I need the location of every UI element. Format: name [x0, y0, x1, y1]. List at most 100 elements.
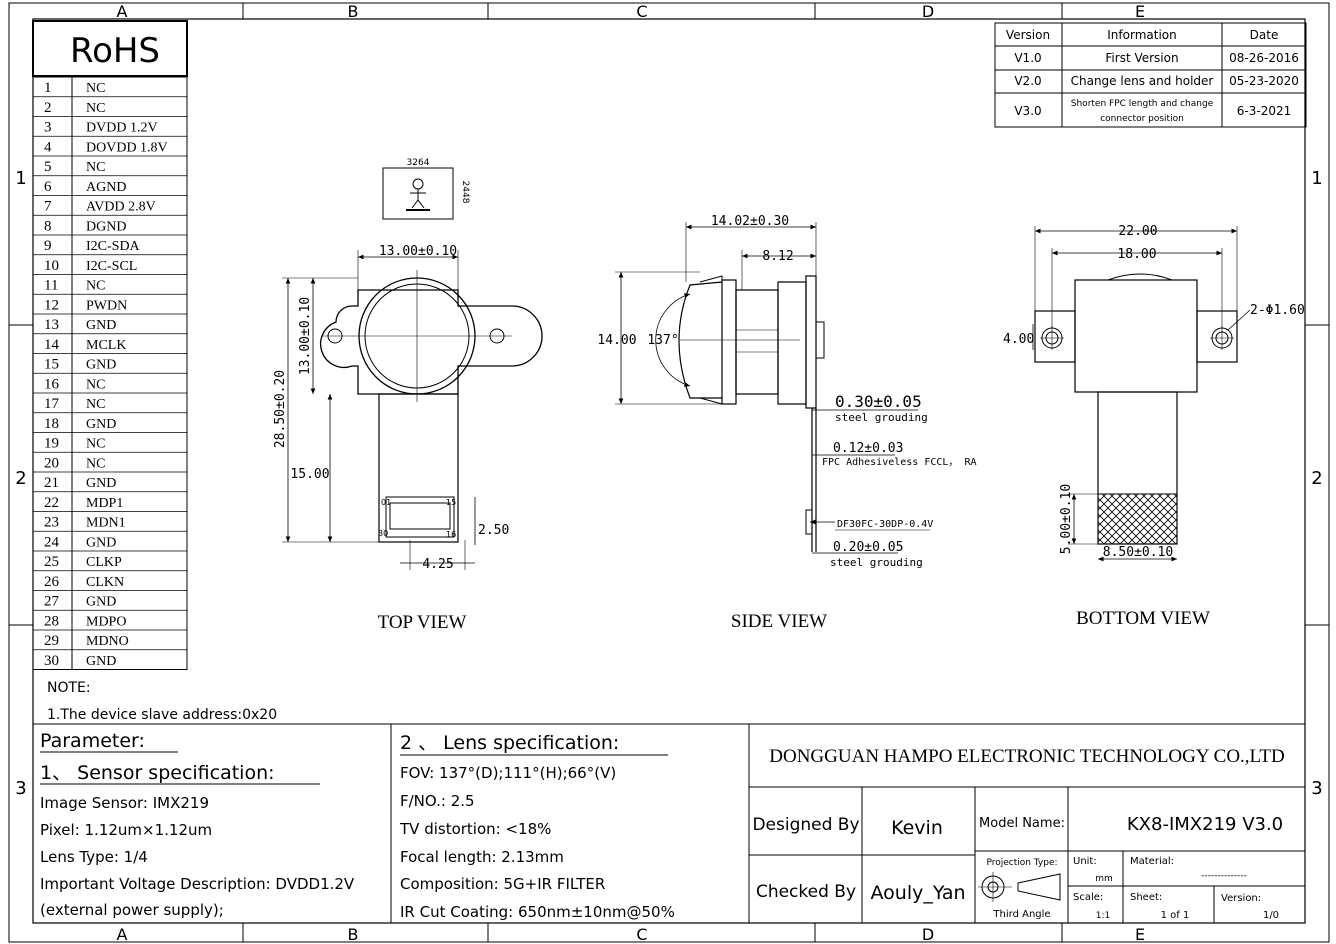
spec-panel-frame: [33, 723, 1305, 923]
dim-holder-height: 13.00±0.10: [298, 297, 313, 375]
pin-signal: NC: [86, 437, 105, 452]
pin-number: 24: [44, 534, 60, 550]
pin-number: 3: [44, 120, 52, 136]
sensor-spec-line: Image Sensor: IMX219: [40, 794, 209, 812]
sensor-spec-line: Lens Type: 1/4: [40, 848, 148, 866]
pin-signal: MDPO: [86, 614, 126, 629]
designer-name: Kevin: [891, 817, 943, 839]
scale-label: Scale:: [1073, 892, 1103, 903]
sensor-spec-line: (external power supply);: [40, 901, 224, 919]
dim-fpc-thickness: 0.12±0.03: [833, 441, 903, 456]
pin-number: 5: [44, 159, 52, 175]
projection-type: Third Angle: [992, 909, 1050, 920]
row-labels: 1 2 3 1 2 3: [15, 168, 1322, 799]
pin-number: 15: [44, 357, 59, 373]
rohs-box: [32, 20, 188, 77]
col-label-b: B: [348, 925, 359, 944]
rev-header-version: Version: [1006, 28, 1050, 42]
sensor-spec-title: 1、 Sensor specification:: [40, 762, 275, 784]
rev-info: Shorten FPC length and change: [1071, 99, 1214, 109]
row-label-1: 1: [15, 168, 26, 189]
pin-number: 23: [44, 515, 59, 531]
dim-fpc-length: 15.00: [290, 467, 329, 482]
parameter-title: Parameter:: [40, 730, 145, 752]
pin-number: 6: [44, 179, 52, 195]
bottom-view: 22.00 18.00 2-Φ1.60 4.00 5.00±0.10 8.50±…: [1003, 224, 1305, 629]
pin-label: 16: [446, 530, 456, 539]
pin-number: 11: [44, 278, 58, 294]
pin-signal: GND: [86, 476, 116, 491]
pin-number: 25: [44, 554, 59, 570]
lens-spec-line: IR Cut Coating: 650nm±10nm@50%: [400, 903, 675, 921]
pin-signal: GND: [86, 358, 116, 373]
col-label-e: E: [1135, 2, 1145, 21]
company-name: DONGGUAN HAMPO ELECTRONIC TECHNOLOGY CO.…: [769, 746, 1284, 767]
pin-signal: NC: [86, 377, 105, 392]
pin-number: 16: [44, 376, 60, 392]
dim-connector-height: 2.50: [478, 523, 509, 538]
pin-number: 4: [44, 139, 52, 155]
revision-table: Version Information Date V1.0 First Vers…: [994, 22, 1307, 128]
col-label-a: A: [117, 2, 128, 21]
dim-connector-width: 4.25: [422, 557, 453, 572]
pin-signal: NC: [86, 456, 105, 471]
sensor-image-orientation: 3264 2448: [382, 158, 470, 220]
pin-signal: DVDD 1.2V: [86, 121, 158, 136]
stick-figure-icon: [406, 178, 430, 211]
connector-part: DF30FC-30DP-0.4V: [837, 519, 933, 530]
sheet-border: [8, 2, 1330, 943]
scale-value: 1:1: [1096, 911, 1110, 921]
dim-bottom-inner: 18.00: [1117, 247, 1156, 262]
rev-header-date: Date: [1250, 28, 1279, 42]
pin-signal: NC: [86, 279, 105, 294]
col-label-d: D: [922, 2, 934, 21]
dim-top-width: 13.00±0.10: [379, 244, 457, 259]
pin-signal: GND: [86, 535, 116, 550]
dim-steel-1: 0.30±0.05: [835, 392, 922, 411]
pin-signal: GND: [86, 654, 116, 669]
pin-signal: GND: [86, 595, 116, 610]
pin-signal: MDN1: [86, 516, 126, 531]
pin-signal: MDP1: [86, 496, 123, 511]
pin-number: 14: [44, 337, 60, 353]
pin-signal: PWDN: [86, 298, 127, 313]
pin-number: 26: [44, 574, 60, 590]
pin-signal: NC: [86, 81, 105, 96]
pin-signal: MCLK: [86, 338, 126, 353]
col-label-e: E: [1135, 925, 1145, 944]
rev-date: 6-3-2021: [1237, 104, 1291, 118]
dim-stiffener-height: 5.00±0.10: [1059, 484, 1074, 554]
title-block: DONGGUAN HAMPO ELECTRONIC TECHNOLOGY CO.…: [749, 746, 1305, 923]
dim-hole-diameter: 2-Φ1.60: [1250, 303, 1305, 318]
rev-version: V3.0: [1014, 104, 1041, 118]
rev-info: Change lens and holder: [1071, 74, 1214, 88]
sensor-spec-line: Pixel: 1.12um×1.12um: [40, 821, 212, 839]
checker-name: Aouly_Yan: [870, 882, 965, 904]
col-label-c: C: [636, 925, 647, 944]
pin-number: 20: [44, 455, 59, 471]
pin-number: 1: [44, 80, 52, 96]
pin-number: 27: [44, 594, 60, 610]
steel-note-1: steel grouding: [835, 411, 928, 424]
pin-signal: DOVDD 1.8V: [86, 140, 168, 155]
version-label: Version:: [1221, 893, 1261, 904]
note-title: NOTE:: [47, 680, 91, 696]
pin-number: 18: [44, 416, 59, 432]
col-label-d: D: [922, 925, 934, 944]
lens-spec-line: FOV: 137°(D);111°(H);66°(V): [400, 764, 616, 782]
sheet-label: Sheet:: [1130, 892, 1162, 903]
col-label-c: C: [636, 2, 647, 21]
rev-date: 08-26-2016: [1229, 51, 1299, 65]
fpc-note: FPC Adhesiveless FCCL， RA: [822, 457, 977, 468]
row-label-1: 1: [1311, 168, 1322, 189]
dim-bottom-outer: 22.00: [1118, 224, 1157, 239]
material-label: Material:: [1130, 856, 1174, 867]
pin-number: 22: [44, 495, 59, 511]
lens-spec-line: F/NO.: 2.5: [400, 792, 475, 810]
pin-signal: DGND: [86, 219, 126, 234]
lens-spec-line: Focal length: 2.13mm: [400, 848, 564, 866]
dim-steel-2: 0.20±0.05: [833, 540, 903, 555]
sensor-spec-line: Important Voltage Description: DVDD1.2V: [40, 875, 355, 893]
rev-header-info: Information: [1107, 28, 1176, 42]
